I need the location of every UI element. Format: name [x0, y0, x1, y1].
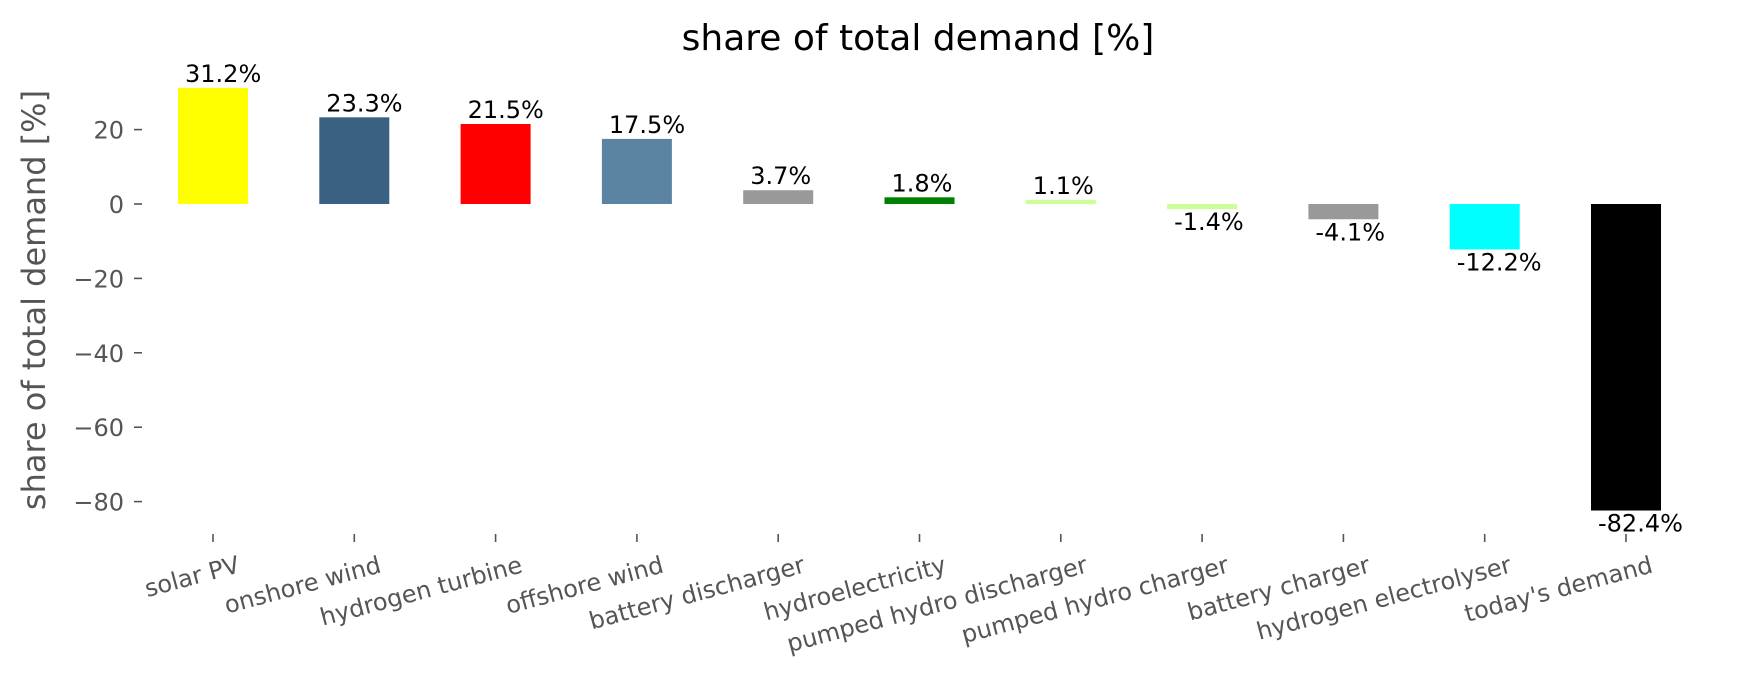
data-labels: 31.2% 23.3% 21.5% 17.5% 3.7% 1.8% 1.1% -1.4% -4.…: [185, 60, 1683, 538]
bar: [884, 197, 955, 204]
bar: [178, 87, 248, 204]
data-label: -1.4%: [1174, 208, 1244, 236]
bars: [178, 87, 1661, 511]
y-axis-label: share of total demand [%]: [15, 90, 53, 510]
bar: [743, 190, 814, 204]
data-label: 1.8%: [892, 169, 953, 197]
chart-title: share of total demand [%]: [682, 18, 1155, 59]
data-label: -82.4%: [1598, 510, 1683, 538]
bar: [460, 124, 531, 204]
y-tick-label: −40: [73, 340, 124, 368]
data-label: -4.1%: [1315, 218, 1385, 246]
bar: [1025, 199, 1096, 204]
bar: [1591, 204, 1661, 511]
data-label: 31.2%: [185, 60, 261, 88]
bar: [1167, 204, 1238, 210]
y-tick-label: 0: [109, 191, 124, 219]
bar: [601, 138, 672, 204]
data-label: 1.1%: [1033, 172, 1094, 200]
y-tick-label: 20: [93, 117, 124, 145]
data-label: 3.7%: [750, 162, 811, 190]
data-label: 21.5%: [468, 96, 544, 124]
y-tick-label: −60: [73, 414, 124, 442]
y-axis: 20 0 −20 −40 −60 −80: [73, 117, 142, 517]
bar: [1449, 204, 1520, 250]
data-label: 23.3%: [326, 89, 402, 117]
y-tick-label: −20: [73, 265, 124, 293]
bar: [319, 117, 390, 204]
bar: [1308, 204, 1379, 220]
y-tick-label: −80: [73, 489, 124, 517]
data-label: -12.2%: [1457, 248, 1542, 276]
data-label: 17.5%: [609, 111, 685, 139]
